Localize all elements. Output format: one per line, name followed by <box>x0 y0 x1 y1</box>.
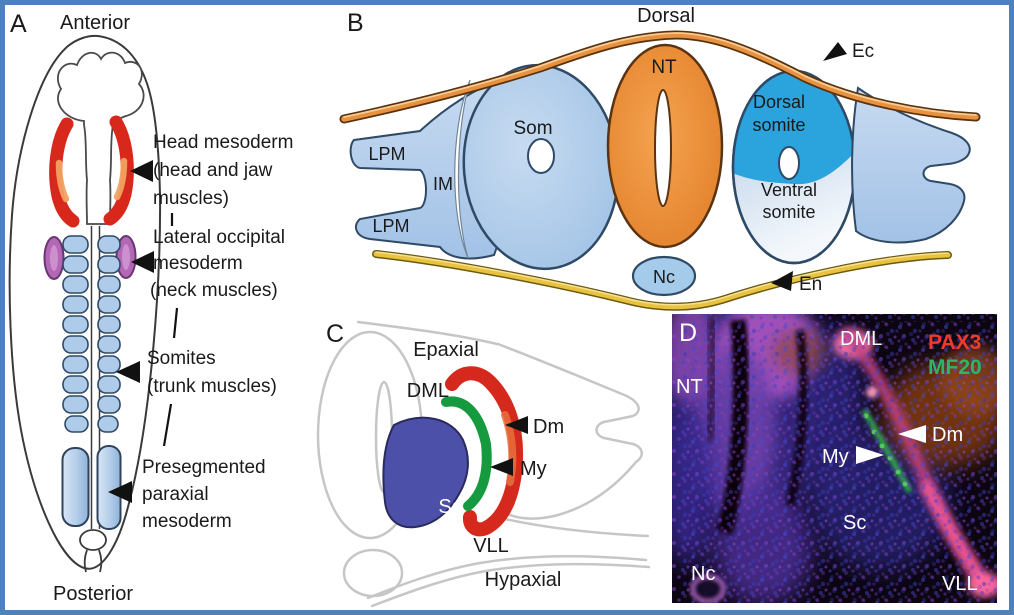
sclerotome-shape <box>382 416 469 529</box>
myotome-band <box>441 396 492 511</box>
lateral-plate-right-shape <box>851 86 971 244</box>
panel-b: B Dorsal <box>339 5 981 311</box>
dml-label: DML <box>407 380 449 402</box>
d-vll-label: VLL <box>942 573 978 595</box>
panel-c: C Epaxial DML Dm My Sc VLL Hypaxial <box>316 320 651 608</box>
head-mesoderm-crescents <box>49 115 134 228</box>
lpm-bottom-label: LPM <box>372 216 409 236</box>
annotation-line: mesoderm <box>153 253 243 274</box>
dermomyotome-band <box>445 366 524 537</box>
tail-bud <box>79 529 107 573</box>
epaxial-label: Epaxial <box>413 339 479 361</box>
somite-stack <box>62 235 121 433</box>
endoderm-band <box>372 250 952 311</box>
nc-label: Nc <box>653 267 675 287</box>
arrowhead-endoderm <box>771 271 793 291</box>
annotation-line: mesoderm <box>142 511 232 532</box>
annotation-line: Presegmented <box>142 457 266 478</box>
brain-neural-plate-outline <box>56 51 145 225</box>
annotation-line: paraxial <box>142 484 209 505</box>
ventral-somite-label-1: Ventral <box>761 180 817 200</box>
pax3-stain-label: PAX3 <box>928 331 981 354</box>
arrowhead-ectoderm <box>823 42 847 61</box>
panel-d: D NT DML PAX3 MF20 Dm My Sc Nc VLL <box>672 314 997 603</box>
dorsal-somite-label-1: Dorsal <box>753 92 805 112</box>
annotation-line: Somites <box>147 348 216 369</box>
arrowhead-head-mesoderm <box>130 160 153 182</box>
right-somitocoel <box>778 146 800 180</box>
anterior-label: Anterior <box>60 12 130 34</box>
arrowhead-dm <box>505 416 528 434</box>
somitocoel <box>527 138 555 174</box>
lateral-occipital-ovals <box>43 235 137 280</box>
annotation-line: Lateral occipital <box>153 227 285 248</box>
annotation-line: (head and jaw <box>153 160 273 181</box>
arrowhead-occipital <box>131 251 154 273</box>
ec-label: Ec <box>852 41 874 62</box>
panel-a: A Anterior Posterior <box>8 10 293 605</box>
posterior-label: Posterior <box>53 583 133 605</box>
panel-b-letter: B <box>347 9 364 37</box>
panel-c-letter: C <box>326 320 344 348</box>
arrowhead-presegmented <box>108 481 132 503</box>
annotation-line: muscles) <box>153 188 229 209</box>
right-somite-section <box>731 69 857 265</box>
dorsal-somite-label-2: somite <box>752 115 805 135</box>
d-my-label: My <box>822 446 849 468</box>
micrograph-notochord <box>690 574 726 603</box>
annotation-line: Head mesoderm <box>153 132 293 153</box>
annotation-line: (neck muscles) <box>150 280 278 301</box>
ventral-somite-label-2: somite <box>762 202 815 222</box>
ectoderm-band <box>339 30 981 124</box>
panel-a-annotations: Head mesoderm (head and jaw muscles) Lat… <box>108 132 293 532</box>
d-dml-label: DML <box>840 328 882 350</box>
arrowhead-somites <box>116 361 140 383</box>
my-label: My <box>520 458 547 480</box>
en-label: En <box>799 274 822 295</box>
lpm-top-label: LPM <box>368 144 405 164</box>
hypaxial-label: Hypaxial <box>485 569 562 591</box>
d-nc-label: Nc <box>691 563 715 585</box>
arrowhead-my <box>490 458 513 476</box>
arrowhead-d-dm <box>898 425 926 443</box>
panel-c-contours <box>316 320 651 608</box>
presegmented-mesoderm <box>61 445 122 530</box>
dorsal-somite-region <box>733 71 855 185</box>
annotation-line: (trunk muscles) <box>147 376 277 397</box>
panel-d-letter: D <box>679 319 697 347</box>
separator-crescent-left <box>454 79 471 259</box>
vll-label: VLL <box>473 535 509 557</box>
notochord-shape <box>631 255 697 297</box>
panel-a-letter: A <box>10 10 27 38</box>
d-sc-label: Sc <box>843 512 866 534</box>
im-label: IM <box>433 174 453 194</box>
mf20-stain-label: MF20 <box>928 356 982 379</box>
sc-label: Sc <box>438 496 461 518</box>
dm-label: Dm <box>533 416 564 438</box>
d-nt-label: NT <box>676 376 703 398</box>
som-label: Som <box>513 118 552 139</box>
dorsal-label: Dorsal <box>637 5 695 27</box>
neural-tube-lumen <box>654 89 672 207</box>
d-dm-label: Dm <box>932 424 963 446</box>
arrowhead-d-my <box>856 446 884 464</box>
nt-label: NT <box>651 57 677 78</box>
